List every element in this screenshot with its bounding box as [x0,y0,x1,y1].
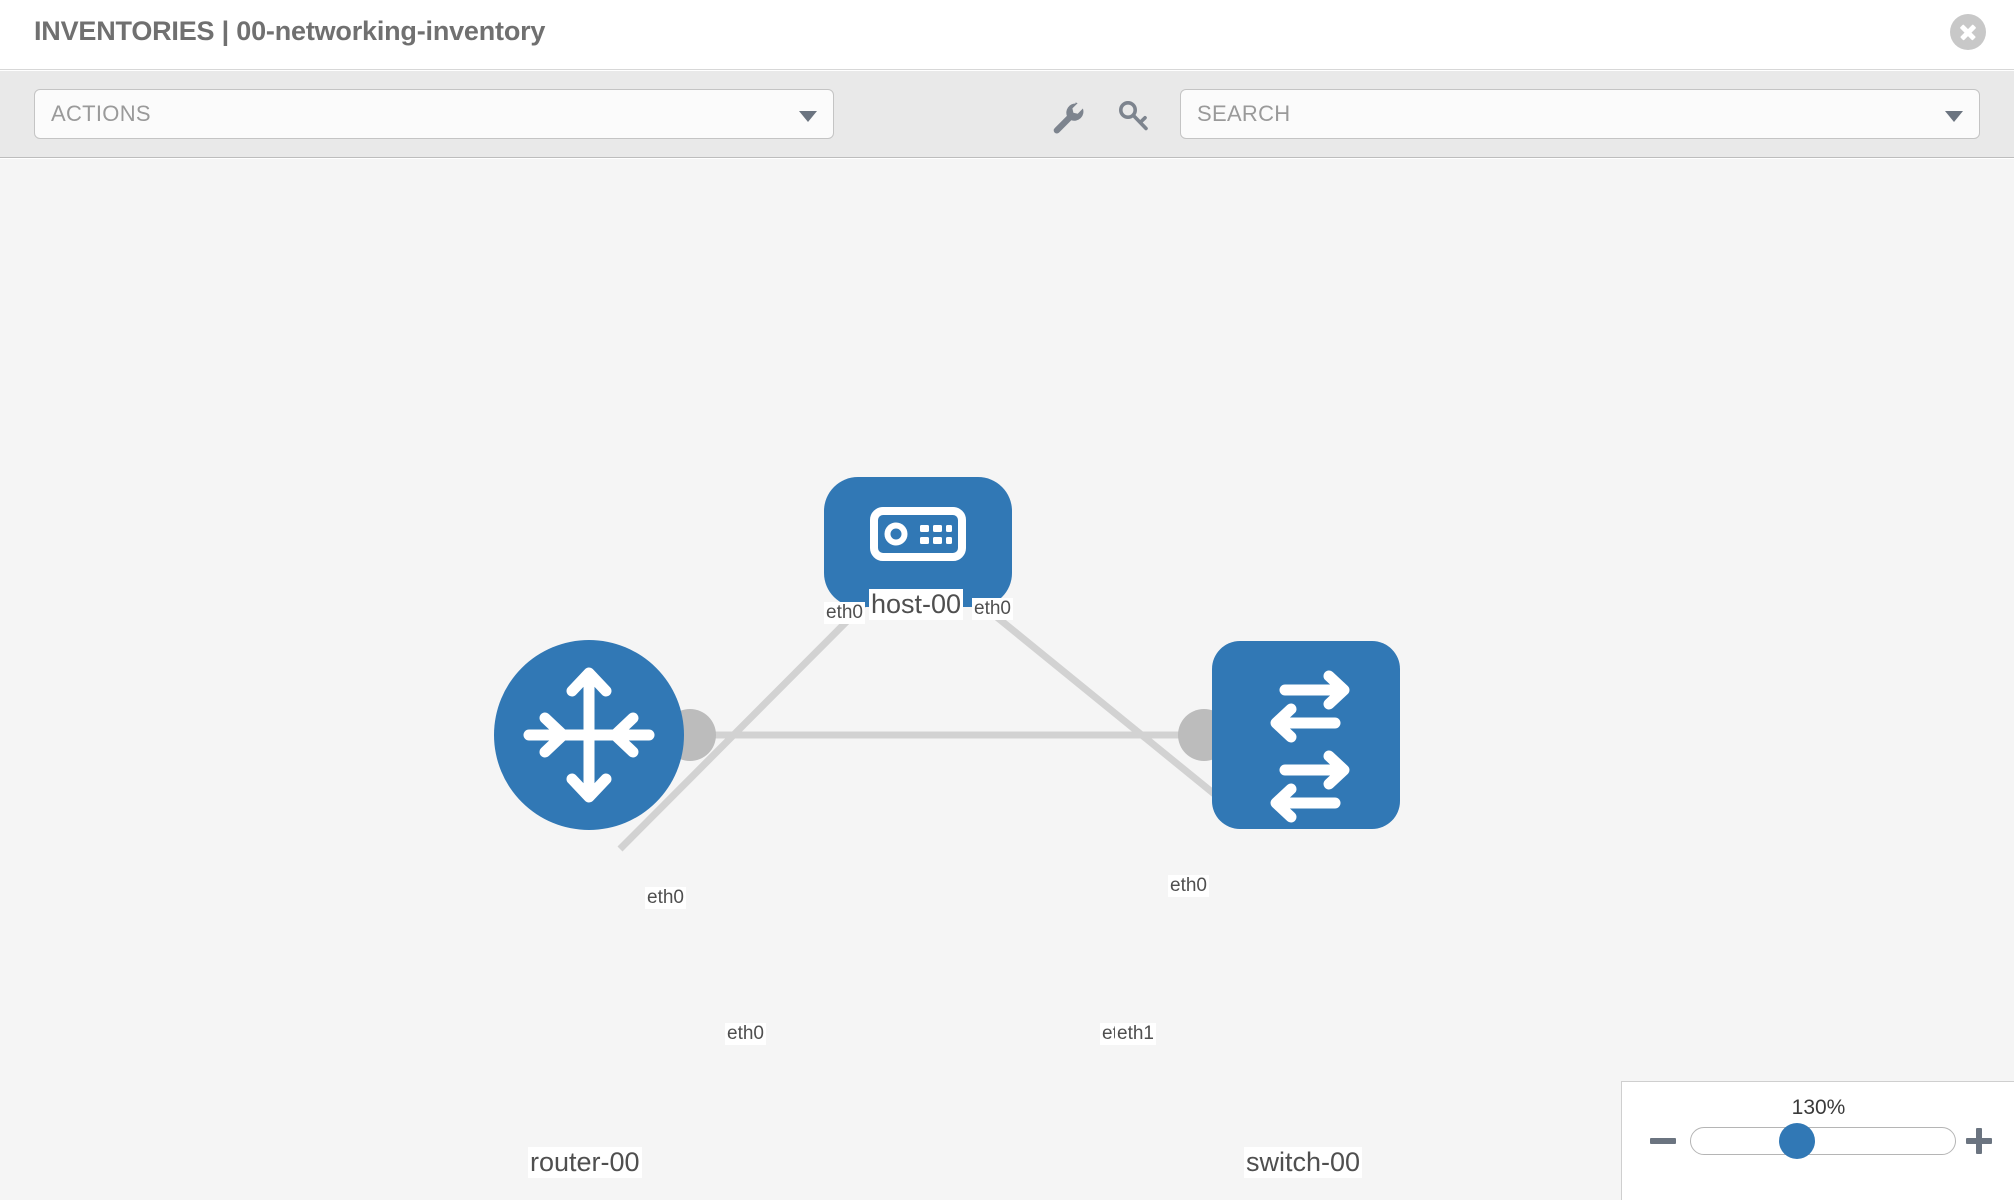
node-label-router-00: router-00 [528,1147,642,1179]
iface-label-router-up: eth0 [645,887,686,909]
actions-dropdown-label: ACTIONS [51,101,151,126]
zoom-slider-thumb[interactable] [1779,1123,1815,1159]
switch-arrows-icon [1270,670,1350,823]
minus-icon [1650,1138,1676,1144]
router-arrows-icon [523,667,655,803]
wrench-icon[interactable] [1046,97,1086,137]
page-title: INVENTORIES | 00-networking-inventory [34,16,546,46]
page-header: INVENTORIES | 00-networking-inventory [0,0,2014,70]
zoom-out-button[interactable] [1650,1128,1676,1154]
topology-graph [494,477,1400,852]
close-icon[interactable] [1950,14,1986,50]
zoom-level-readout: 130% [1791,1096,1846,1119]
node-label-host-00: host-00 [869,589,964,621]
iface-label-router-right: eth0 [725,1023,766,1045]
plus-icon-v [1976,1128,1982,1154]
host-device-icon [870,507,966,561]
iface-label-host-left: eth0 [824,602,865,624]
zoom-control-panel: 130% [1621,1081,2014,1200]
key-icon[interactable] [1114,97,1154,137]
iface-label-switch-up: eth0 [1168,875,1209,897]
node-router-00 [494,640,684,830]
zoom-slider-track[interactable] [1690,1127,1956,1155]
node-switch-00 [1212,641,1400,829]
iface-label-host-right: eth0 [972,598,1013,620]
node-host-00 [824,477,1012,607]
toolbar: ACTIONS SEARCH [0,71,2014,158]
iface-label-switch-left: eth1 [1115,1023,1156,1045]
actions-dropdown[interactable]: ACTIONS [34,89,834,139]
chevron-down-icon [799,111,817,122]
chevron-down-icon [1945,111,1963,122]
node-label-switch-00: switch-00 [1244,1147,1363,1179]
search-input[interactable]: SEARCH [1180,89,1980,139]
edge-router-host [617,576,892,852]
search-placeholder: SEARCH [1197,101,1291,126]
zoom-in-button[interactable] [1966,1128,1992,1154]
topology-canvas[interactable]: eth0 eth0 eth0 eth0 eth0 eth0 eth1 host-… [0,159,2014,1200]
